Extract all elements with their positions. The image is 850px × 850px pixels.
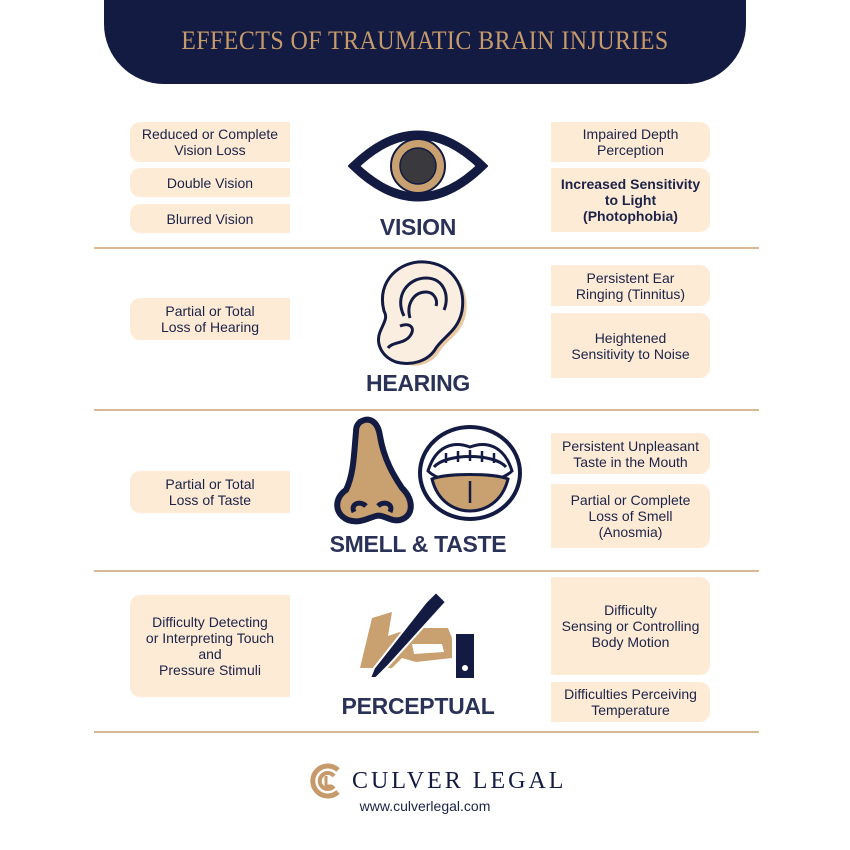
symptom-box: Partial or Total Loss of Hearing bbox=[130, 298, 290, 340]
symptom-box: Persistent Unpleasant Taste in the Mouth bbox=[551, 433, 710, 474]
website-url[interactable]: www.culverlegal.com bbox=[359, 798, 491, 814]
category-label-perceptual: PERCEPTUAL bbox=[341, 693, 495, 719]
symptom-box: Blurred Vision bbox=[130, 204, 290, 233]
section-divider bbox=[94, 409, 759, 411]
symptom-box: Double Vision bbox=[130, 168, 290, 197]
hand-pen-icon bbox=[360, 590, 474, 679]
symptom-box: Difficulties Perceiving Temperature bbox=[551, 682, 710, 722]
mouth-icon bbox=[418, 425, 522, 521]
section-divider bbox=[94, 731, 759, 733]
category-label-vision: VISION bbox=[379, 214, 457, 240]
symptom-box: Increased Sensitivity to Light (Photopho… bbox=[551, 168, 710, 232]
ear-icon bbox=[377, 260, 467, 366]
category-label-smell-taste: SMELL & TASTE bbox=[329, 531, 507, 557]
symptom-box: Difficulty Detecting or Interpreting Tou… bbox=[130, 595, 290, 697]
symptom-box: Persistent Ear Ringing (Tinnitus) bbox=[551, 265, 710, 306]
symptom-box: Partial or Total Loss of Taste bbox=[130, 471, 290, 513]
symptom-box: Partial or Complete Loss of Smell (Anosm… bbox=[551, 484, 710, 548]
category-label-hearing: HEARING bbox=[366, 370, 470, 396]
section-divider bbox=[94, 570, 759, 572]
symptom-box: Heightened Sensitivity to Noise bbox=[551, 313, 710, 378]
title-banner: EFFECTS OF TRAUMATIC BRAIN INJURIES bbox=[104, 0, 746, 84]
symptom-box: Difficulty Sensing or Controlling Body M… bbox=[551, 577, 710, 675]
eye-icon bbox=[348, 130, 488, 202]
symptom-box: Impaired Depth Perception bbox=[551, 122, 710, 162]
section-divider bbox=[94, 247, 759, 249]
brand-name: CULVER LEGAL bbox=[352, 767, 567, 794]
culver-legal-logo-icon bbox=[310, 763, 340, 799]
page-title: EFFECTS OF TRAUMATIC BRAIN INJURIES bbox=[181, 26, 669, 55]
symptom-box: Reduced or Complete Vision Loss bbox=[130, 122, 290, 162]
brand-logo: CULVER LEGAL bbox=[308, 762, 566, 800]
nose-icon bbox=[334, 416, 414, 525]
